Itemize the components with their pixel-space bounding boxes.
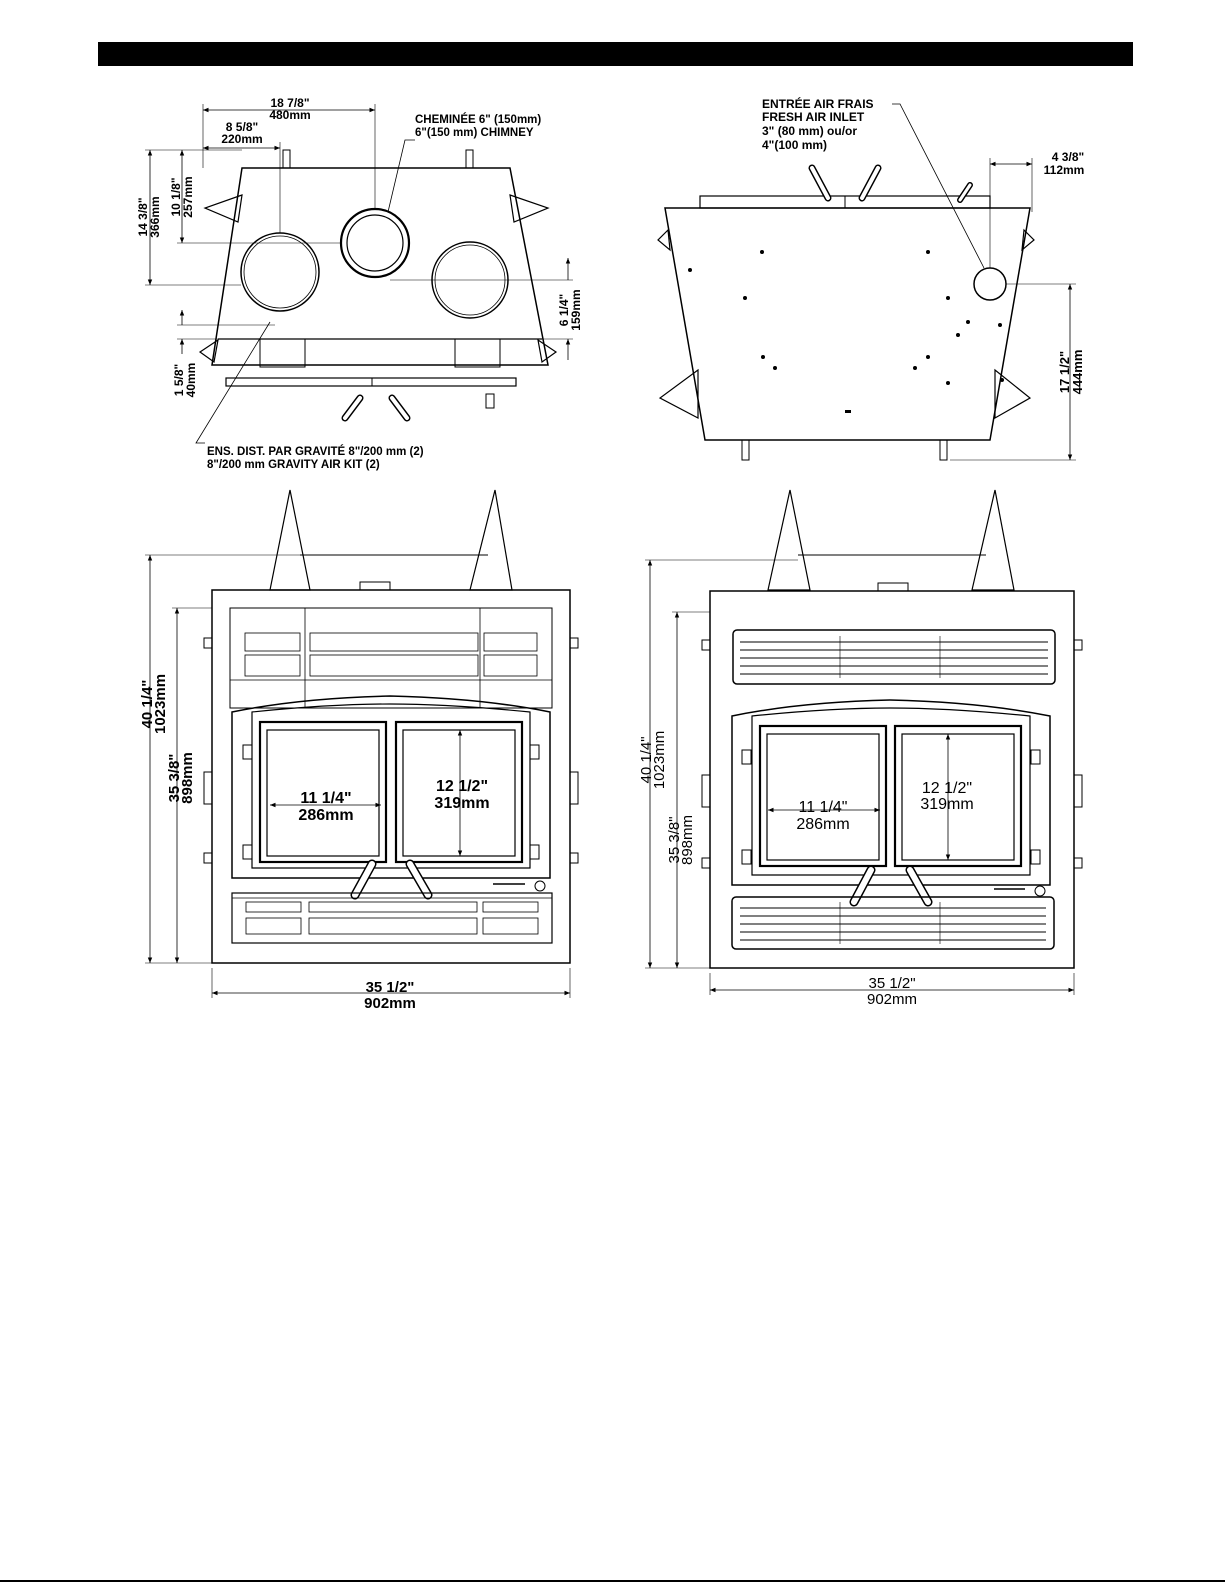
chimney-collar [339, 207, 411, 279]
gravity-label-en: 8"/200 mm GRAVITY AIR KIT (2) [207, 459, 380, 471]
front-in: 1 5/8" [172, 364, 186, 396]
depth1-in: 14 3/8" [136, 197, 150, 236]
top-width-mm: 480mm [269, 108, 310, 122]
lf-glass-h-in: 12 1/2" [436, 778, 488, 795]
front-mm: 40mm [184, 363, 198, 398]
fresh-size-1: 3" (80 mm) ou/or [762, 124, 857, 138]
lf-width-in: 35 1/2" [366, 979, 415, 996]
rf-height-in: 40 1/4" [638, 736, 655, 783]
depth2-in: 10 1/8" [169, 177, 183, 216]
inlet-offset-mm: 112mm [1044, 163, 1085, 177]
lf-glass-w-in: 11 1/4" [300, 790, 351, 807]
rear-mm: 159mm [569, 289, 583, 330]
lf-height-in: 40 1/4" [139, 680, 156, 729]
rf-width-mm: 902mm [867, 991, 917, 1008]
side-view: ENTRÉE AIR FRAIS FRESH AIR INLET 3" (80 … [657, 96, 1085, 461]
lf-inner-mm: 898mm [179, 752, 196, 804]
rf-glass-h-in: 12 1/2" [922, 780, 972, 797]
depth1-mm: 366mm [148, 196, 162, 237]
rf-glass-w-mm: 286mm [796, 816, 849, 833]
rf-height-mm: 1023mm [651, 731, 668, 789]
fresh-air-inlet [973, 267, 1007, 301]
rf-glass-h-mm: 319mm [920, 796, 973, 813]
right-unit-outline [709, 590, 1075, 969]
inlet-depth-in: 17 1/2" [1057, 351, 1072, 393]
depth2-mm: 257mm [181, 176, 195, 217]
rf-inner-mm: 898mm [679, 815, 696, 865]
left-gravity-collar [240, 232, 320, 312]
rear-in: 6 1/4" [557, 294, 571, 326]
front-view-left: 40 1/4" 1023mm 35 3/8" 898mm 11 1/4" 286… [139, 489, 579, 1012]
top-offset-mm: 220mm [221, 132, 262, 146]
left-unit-outline [211, 589, 571, 964]
lf-glass-h-mm: 319mm [434, 795, 489, 812]
top-offset-in: 8 5/8" [226, 120, 258, 134]
bottom-rule [0, 1580, 1225, 1582]
top-width-in: 18 7/8" [270, 96, 309, 110]
lf-width-mm: 902mm [364, 995, 416, 1012]
fresh-label-en: FRESH AIR INLET [762, 110, 865, 124]
lf-inner-in: 35 3/8" [166, 754, 183, 803]
inlet-offset-in: 4 3/8" [1052, 150, 1084, 164]
fresh-size-2: 4"(100 mm) [762, 138, 827, 152]
rf-width-in: 35 1/2" [868, 975, 915, 992]
lf-height-mm: 1023mm [152, 674, 169, 734]
chimney-label-fr: CHEMINÉE 6" (150mm) [415, 113, 541, 126]
rf-inner-in: 35 3/8" [666, 816, 683, 863]
top-view: 18 7/8" 480mm 8 5/8" 220mm CHEMINÉE 6" (… [136, 96, 583, 471]
chimney-label-en: 6"(150 mm) CHIMNEY [415, 127, 534, 139]
inlet-depth-mm: 444mm [1070, 350, 1085, 395]
header-bar [98, 42, 1133, 66]
rf-glass-w-in: 11 1/4" [799, 799, 848, 816]
front-view-right: 40 1/4" 1023mm 35 3/8" 898mm 11 1/4" 286… [638, 489, 1083, 1008]
gravity-label-fr: ENS. DIST. PAR GRAVITÉ 8"/200 mm (2) [207, 445, 424, 458]
lf-glass-w-mm: 286mm [298, 807, 353, 824]
fresh-label-fr: ENTRÉE AIR FRAIS [762, 96, 874, 111]
